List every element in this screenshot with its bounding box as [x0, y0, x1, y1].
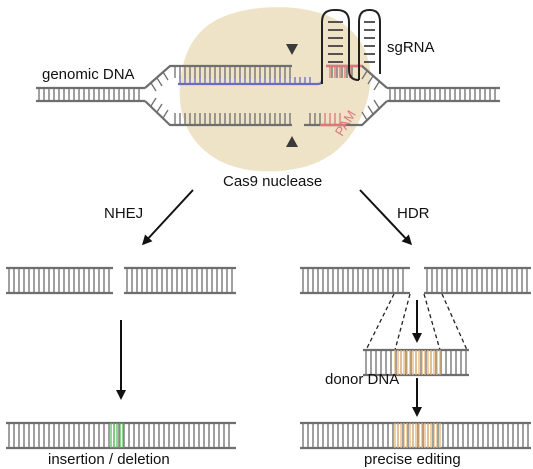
dna-strand [144, 100, 292, 127]
base-pair-rungs [8, 268, 110, 293]
base-pair-rungs [331, 66, 353, 78]
base-pair-rungs [324, 113, 341, 125]
base-pair-rungs [174, 113, 291, 125]
base-pair-rungs [38, 88, 140, 101]
base-pair-rungs [373, 99, 380, 109]
base-pair-rungs [162, 71, 169, 81]
base-pair-rungs [329, 66, 351, 78]
hdr-label: HDR [397, 205, 430, 222]
sgrna-hairpin [321, 9, 381, 84]
pam-site [320, 64, 362, 127]
cut-site-marker-top [286, 44, 298, 55]
nhej-label: NHEJ [104, 205, 143, 222]
cas9-label: Cas9 nuclease [223, 173, 322, 190]
base-pair-rungs [309, 113, 321, 125]
dna-strand [144, 64, 292, 89]
base-pair-rungs [156, 77, 163, 87]
base-pair-rungs [179, 77, 311, 84]
base-pair-rungs [367, 105, 374, 115]
base-pair-rungs [394, 423, 441, 448]
base-pair-rungs [150, 82, 157, 92]
base-pair-rungs [8, 423, 230, 448]
cas9-nuclease-body [179, 7, 371, 172]
base-pair-rungs [394, 350, 441, 375]
nhej-arrow [141, 189, 194, 246]
base-pair-rungs [361, 70, 368, 80]
insertion-deletion-label: insertion / deletion [48, 451, 170, 468]
precise-editing-label: precise editing [364, 451, 461, 468]
genomic-dna-label: genomic DNA [42, 66, 135, 83]
base-pair-rungs [373, 81, 380, 91]
base-pair-rungs [367, 75, 374, 85]
base-pair-rungs [150, 97, 157, 107]
cut-site-marker-bottom [286, 136, 298, 147]
base-pair-rungs [174, 66, 291, 78]
base-pair-rungs [156, 103, 163, 113]
donor-dna-label: donor DNA [325, 371, 399, 388]
sgrna-label: sgRNA [387, 39, 435, 56]
hdr-homology-guides [365, 293, 468, 351]
base-pair-rungs [126, 268, 233, 293]
repair-outcome-dna [6, 266, 531, 450]
base-pair-rungs [361, 111, 368, 121]
base-pair-rungs [302, 268, 404, 293]
base-pair-rungs [389, 88, 496, 101]
base-pair-rungs [426, 268, 528, 293]
hdr-arrow [359, 189, 413, 246]
guide-rna-strand [178, 77, 324, 86]
base-pair-rungs [110, 423, 124, 448]
base-pair-rungs [162, 109, 169, 119]
